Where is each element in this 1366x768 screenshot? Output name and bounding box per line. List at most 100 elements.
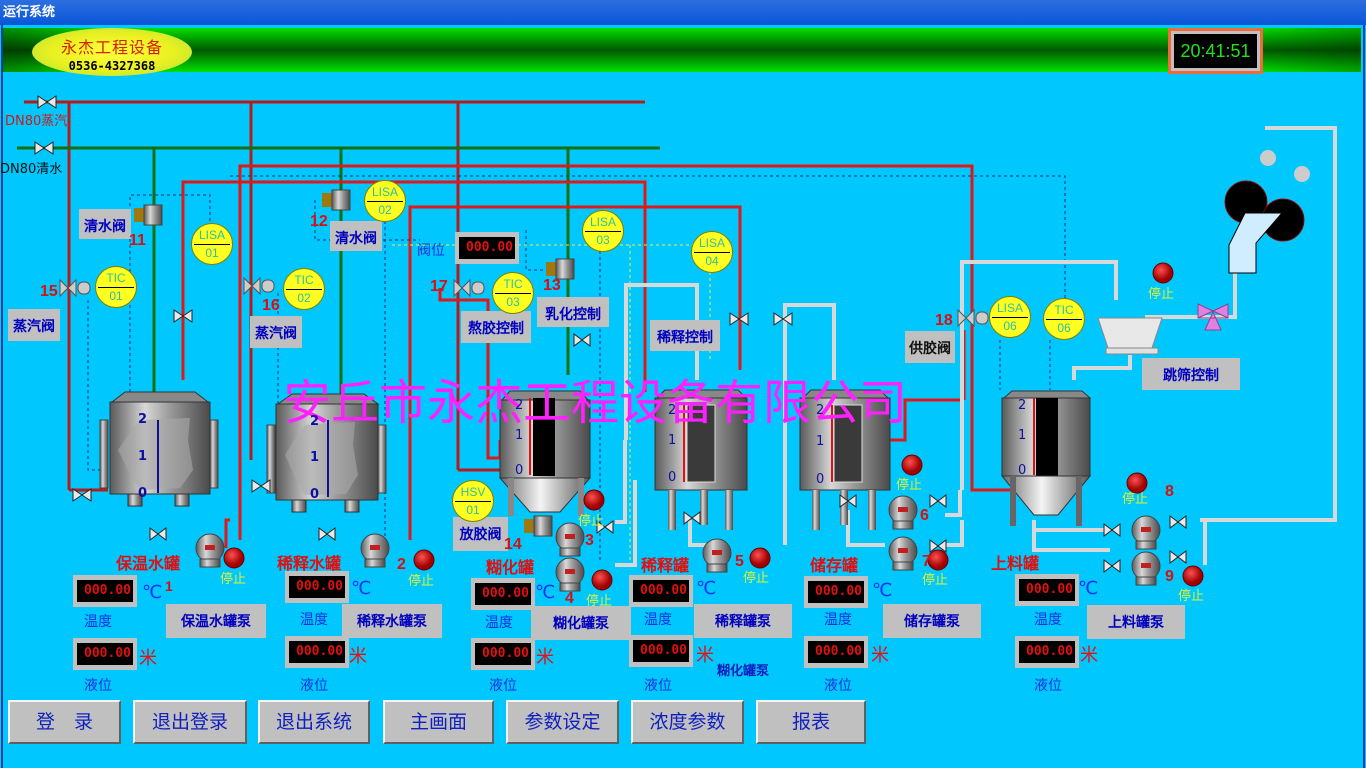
tank-insulated-water bbox=[99, 391, 219, 507]
tag-13: 13 bbox=[543, 277, 561, 294]
tank-dilution-water bbox=[266, 393, 387, 513]
level-unit: 米 bbox=[871, 645, 889, 666]
level-unit: 米 bbox=[349, 646, 367, 667]
tank-4-level-display: 000.00 bbox=[629, 635, 693, 667]
steam-valve-1-button[interactable]: 蒸汽阀 bbox=[8, 309, 60, 341]
main-screen-button[interactable]: 主画面 bbox=[383, 700, 494, 744]
scale-2: 2 bbox=[310, 414, 320, 429]
tag-16: 16 bbox=[262, 297, 280, 314]
temp-unit: ℃ bbox=[535, 582, 556, 603]
scale-1: 1 bbox=[310, 450, 320, 465]
tank-4-extra-label: 糊化罐泵 bbox=[717, 664, 770, 679]
tag-15: 15 bbox=[40, 283, 58, 300]
concentration-parameters-button[interactable]: 浓度参数 bbox=[631, 700, 744, 744]
steam-supply-label: DN80蒸汽 bbox=[5, 114, 68, 129]
tank-5-pump-button[interactable]: 储存罐泵 bbox=[883, 604, 981, 638]
tag-5: 5 bbox=[735, 553, 744, 570]
scale-2: 2 bbox=[816, 403, 825, 418]
pump-7-status: 停止 bbox=[922, 573, 949, 588]
tank-name-insulated-water: 保温水罐 bbox=[116, 554, 181, 573]
tank-4-pump-button[interactable]: 稀释罐泵 bbox=[694, 604, 792, 638]
temp-unit: ℃ bbox=[872, 580, 893, 601]
tag-6: 6 bbox=[920, 507, 929, 524]
temp-caption: 温度 bbox=[1034, 612, 1062, 628]
login-button[interactable]: 登 录 bbox=[8, 700, 121, 744]
company-phone: 0536-4327368 bbox=[68, 59, 156, 73]
manual-valves bbox=[34, 95, 1187, 573]
solenoid-valves bbox=[134, 189, 575, 537]
tag-1: 1 bbox=[165, 578, 173, 594]
company-name: 永杰工程设备 bbox=[60, 38, 163, 57]
sieve-status: 停止 bbox=[1148, 287, 1175, 302]
scale-2: 2 bbox=[1018, 398, 1027, 413]
steam-valve-2-button[interactable]: 蒸汽阀 bbox=[250, 316, 302, 348]
glue-boil-control-button[interactable]: 熬胶控制 bbox=[461, 311, 531, 343]
glue-release-valve-button[interactable]: 放胶阀 bbox=[453, 517, 508, 551]
clean-water-valve-2-button[interactable]: 清水阀 bbox=[330, 221, 382, 251]
tag-8: 8 bbox=[1165, 483, 1174, 500]
actuated-valves bbox=[59, 276, 989, 328]
temp-caption: 温度 bbox=[84, 614, 112, 630]
glue-supply-valve-button[interactable]: 供胶阀 bbox=[905, 331, 955, 363]
tank-name-gelatinization: 糊化罐 bbox=[486, 558, 535, 577]
clean-water-valve-1-button[interactable]: 清水阀 bbox=[79, 209, 131, 239]
logout-button[interactable]: 退出登录 bbox=[133, 700, 247, 744]
tank-2-temp-display: 000.00 bbox=[285, 571, 349, 603]
temp-unit: ℃ bbox=[142, 582, 163, 603]
exit-system-button[interactable]: 退出系统 bbox=[258, 700, 370, 744]
level-caption: 液位 bbox=[1034, 678, 1062, 694]
tank-name-feeding: 上料罐 bbox=[991, 554, 1040, 573]
temp-unit: ℃ bbox=[696, 578, 717, 599]
tag-14: 14 bbox=[504, 536, 522, 553]
tank-1-level-display: 000.00 bbox=[73, 638, 137, 670]
emulsify-control-button[interactable]: 乳化控制 bbox=[537, 297, 609, 327]
scale-1: 1 bbox=[515, 428, 524, 443]
tank-6-pump-button[interactable]: 上料罐泵 bbox=[1087, 605, 1185, 639]
tank-3-pump-button[interactable]: 糊化罐泵 bbox=[531, 606, 631, 640]
tank-6-temp-display: 000.00 bbox=[1015, 574, 1079, 606]
level-caption: 液位 bbox=[824, 678, 852, 694]
tank-1-pump-button[interactable]: 保温水罐泵 bbox=[166, 604, 266, 638]
dilute-control-button[interactable]: 稀释控制 bbox=[650, 320, 720, 351]
steam-pipes bbox=[24, 100, 645, 492]
pump-6 bbox=[888, 495, 918, 530]
level-caption: 液位 bbox=[644, 678, 672, 694]
tag-18: 18 bbox=[935, 312, 953, 329]
tag-11: 11 bbox=[129, 232, 146, 249]
tag-9: 9 bbox=[1165, 568, 1174, 585]
window-title: 运行系统 bbox=[3, 5, 56, 20]
pump-5 bbox=[702, 538, 732, 573]
tank-3-temp-display: 000.00 bbox=[471, 578, 535, 610]
tank-name-storage: 储存罐 bbox=[810, 556, 859, 575]
scale-0: 0 bbox=[668, 470, 677, 485]
pump-4-status: 停止 bbox=[586, 594, 613, 609]
tank-2-pump-button[interactable]: 稀释水罐泵 bbox=[342, 604, 442, 638]
lamp-3 bbox=[583, 489, 605, 511]
tank-storage bbox=[799, 389, 891, 530]
lamp-7 bbox=[927, 549, 949, 571]
pump-1-status: 停止 bbox=[220, 572, 247, 587]
report-button[interactable]: 报表 bbox=[756, 700, 866, 744]
parameter-settings-button[interactable]: 参数设定 bbox=[506, 700, 619, 744]
valve-position-display: 000.00 bbox=[455, 232, 519, 264]
three-way-valve bbox=[1197, 303, 1229, 331]
pump-4 bbox=[555, 557, 585, 592]
stop-lamps bbox=[223, 262, 1204, 591]
tank-name-dilution-water: 稀释水罐 bbox=[277, 554, 342, 573]
pump-9 bbox=[1131, 551, 1161, 586]
temp-caption: 温度 bbox=[300, 612, 328, 628]
sieve-control-button[interactable]: 跳筛控制 bbox=[1142, 358, 1240, 390]
tag-17: 17 bbox=[430, 278, 448, 295]
pump-2-status: 停止 bbox=[408, 574, 435, 589]
